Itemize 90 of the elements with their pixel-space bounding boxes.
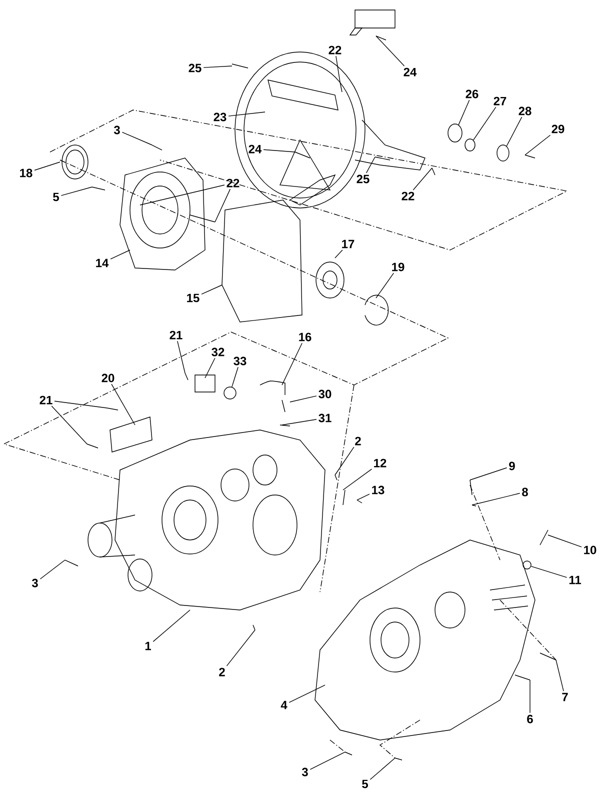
callout-number: 27 [494, 96, 506, 106]
callout-number: 26 [466, 90, 478, 98]
leader-line [334, 446, 354, 476]
callout-number: 15 [187, 294, 200, 302]
callout-number: 13 [372, 486, 384, 494]
washer [448, 124, 462, 142]
leader-line [356, 494, 370, 500]
leader-line [470, 467, 508, 480]
callout-number: 22 [328, 46, 342, 54]
callout-number: 3 [302, 768, 308, 776]
leader-line [290, 396, 317, 402]
callout-number: 11 [569, 576, 581, 584]
washer [464, 138, 476, 152]
callout-number: 8 [522, 488, 528, 496]
leader-line [51, 406, 88, 444]
callout-number: 24 [248, 144, 262, 154]
leader-line [201, 284, 222, 295]
leader-line [282, 342, 302, 386]
leader-line [472, 492, 520, 506]
callout-number: 2 [355, 436, 361, 446]
callout-number: 4 [280, 700, 288, 710]
leader-line [334, 250, 343, 258]
callout-number: 3 [32, 578, 38, 588]
callout-number: 32 [212, 348, 224, 356]
leader-line [370, 758, 396, 780]
callout-number: 25 [356, 174, 370, 184]
leader-line [177, 340, 186, 374]
callout-number: 20 [102, 374, 114, 382]
leader-line [122, 132, 152, 146]
leader-line [232, 366, 238, 388]
callout-number: 5 [362, 780, 368, 788]
callout-number: 5 [53, 192, 59, 202]
leader-line [336, 56, 340, 82]
leader-line [214, 188, 231, 222]
callout-number: 28 [518, 106, 532, 116]
leader-line [458, 100, 470, 126]
callout-number: 2 [219, 668, 225, 676]
leader-line [203, 66, 232, 68]
washer [496, 144, 510, 162]
leader-line [506, 116, 522, 146]
leader-line [282, 419, 317, 426]
leader-line [288, 684, 326, 703]
washer [522, 560, 532, 570]
leader-line [376, 36, 405, 66]
leader-line [342, 468, 372, 490]
leader-line [140, 184, 225, 206]
callout-number: 24 [404, 68, 417, 76]
leader-line [40, 560, 66, 580]
leader-line [366, 156, 376, 174]
leader-line [110, 250, 130, 260]
leader-line [204, 358, 216, 378]
leader-line [548, 534, 582, 548]
leader-line [111, 384, 136, 426]
leader-line [152, 610, 190, 642]
callout-number: 25 [188, 64, 202, 72]
callout-number: 21 [40, 396, 52, 404]
leader-line [473, 106, 496, 140]
callout-number: 1 [145, 642, 151, 650]
callout-number: 29 [552, 124, 564, 134]
leader-line [226, 630, 256, 666]
leader-line [412, 168, 432, 190]
callout-number: 12 [374, 458, 386, 468]
callout-number: 17 [342, 240, 354, 248]
callout-number: 14 [96, 258, 109, 268]
callout-number: 10 [584, 546, 596, 554]
leader-line [310, 752, 346, 770]
callout-number: 6 [527, 714, 533, 724]
callout-number: 18 [20, 168, 32, 178]
callout-number: 31 [318, 414, 332, 422]
leader-line [530, 566, 568, 578]
callout-number: 19 [392, 262, 404, 272]
callout-number: 23 [214, 112, 226, 122]
callout-number: 16 [299, 332, 312, 342]
leader-line [524, 134, 551, 156]
leader-line [228, 112, 266, 116]
leader-line [34, 162, 60, 171]
callout-number: 30 [318, 390, 332, 398]
leader-line [54, 400, 108, 408]
callout-number: 33 [234, 356, 246, 366]
leader-line [263, 149, 296, 152]
callout-number: 22 [226, 178, 240, 188]
washer [224, 386, 236, 400]
callout-number: 7 [562, 692, 568, 702]
callout-number: 9 [509, 462, 515, 470]
callout-number: 22 [402, 192, 414, 200]
leader-line [60, 186, 92, 196]
leader-line [376, 272, 394, 298]
callout-number: 21 [170, 330, 182, 340]
leader-line [556, 660, 564, 692]
callout-number: 3 [114, 126, 120, 134]
